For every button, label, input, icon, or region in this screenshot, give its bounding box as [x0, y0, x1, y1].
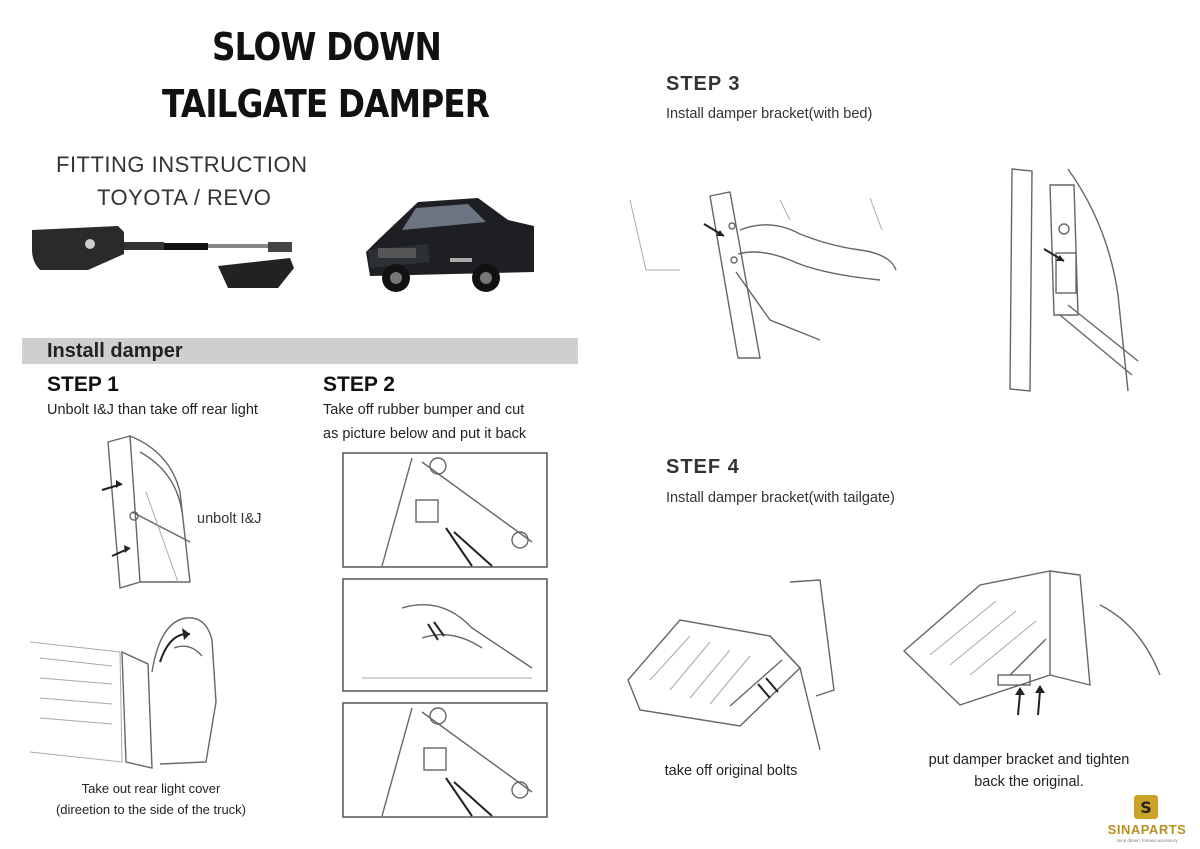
- step4-caption-left: take off original bolts: [664, 763, 798, 779]
- step3-illustration-left: [629, 191, 897, 359]
- step4-caption-right-line2: back the original.: [974, 774, 1084, 790]
- step3-text: Install damper bracket(with bed): [666, 106, 873, 122]
- step2-panel-2: [342, 578, 548, 692]
- title-line-1: SLOW DOWN: [212, 25, 442, 69]
- fitting-instruction-label: FITTING INSTRUCTION: [56, 152, 308, 177]
- step1-heading: STEP 1: [47, 373, 119, 396]
- step1-text: Unbolt I&J than take off rear light: [47, 402, 258, 418]
- step1-callout: unbolt I&J: [197, 511, 262, 527]
- step4-illustration-left: [627, 579, 835, 751]
- logo-brand: SINAPARTS: [1107, 822, 1187, 837]
- step1-rear-light-illustration: [29, 617, 217, 769]
- logo-icon: S: [1134, 795, 1158, 819]
- step1-caption-line1: Take out rear light cover: [81, 781, 221, 796]
- install-damper-bar: [22, 338, 578, 364]
- title-line-2: TAILGATE DAMPER: [162, 82, 490, 126]
- step1-pillar-illustration: [101, 435, 191, 589]
- model-label: TOYOTA / REVO: [97, 185, 272, 210]
- truck-photo: [366, 198, 534, 292]
- step2-panel-3: [342, 702, 548, 818]
- step4-text: Install damper bracket(with tailgate): [666, 490, 895, 506]
- step1-caption-line2: (direetion to the side of the truck): [55, 802, 247, 817]
- step2-heading: STEP 2: [323, 373, 395, 396]
- svg-text:S: S: [1140, 798, 1152, 817]
- step3-heading: STEP 3: [666, 73, 741, 95]
- step4-caption-right-line1: put damper bracket and tighten: [928, 752, 1130, 768]
- step4-illustration-right: [902, 570, 1161, 716]
- step4-heading: STEF 4: [666, 456, 740, 478]
- logo-tagline: once driven, forever accessory: [1116, 838, 1178, 843]
- damper-product-illustration: [32, 226, 294, 288]
- step2-panel-1: [342, 452, 548, 568]
- step2-text-line1: Take off rubber bumper and cut: [323, 402, 525, 418]
- step3-illustration-right: [1009, 168, 1139, 392]
- step2-text-line2: as picture below and put it back: [323, 426, 527, 442]
- install-damper-label: Install damper: [47, 340, 183, 362]
